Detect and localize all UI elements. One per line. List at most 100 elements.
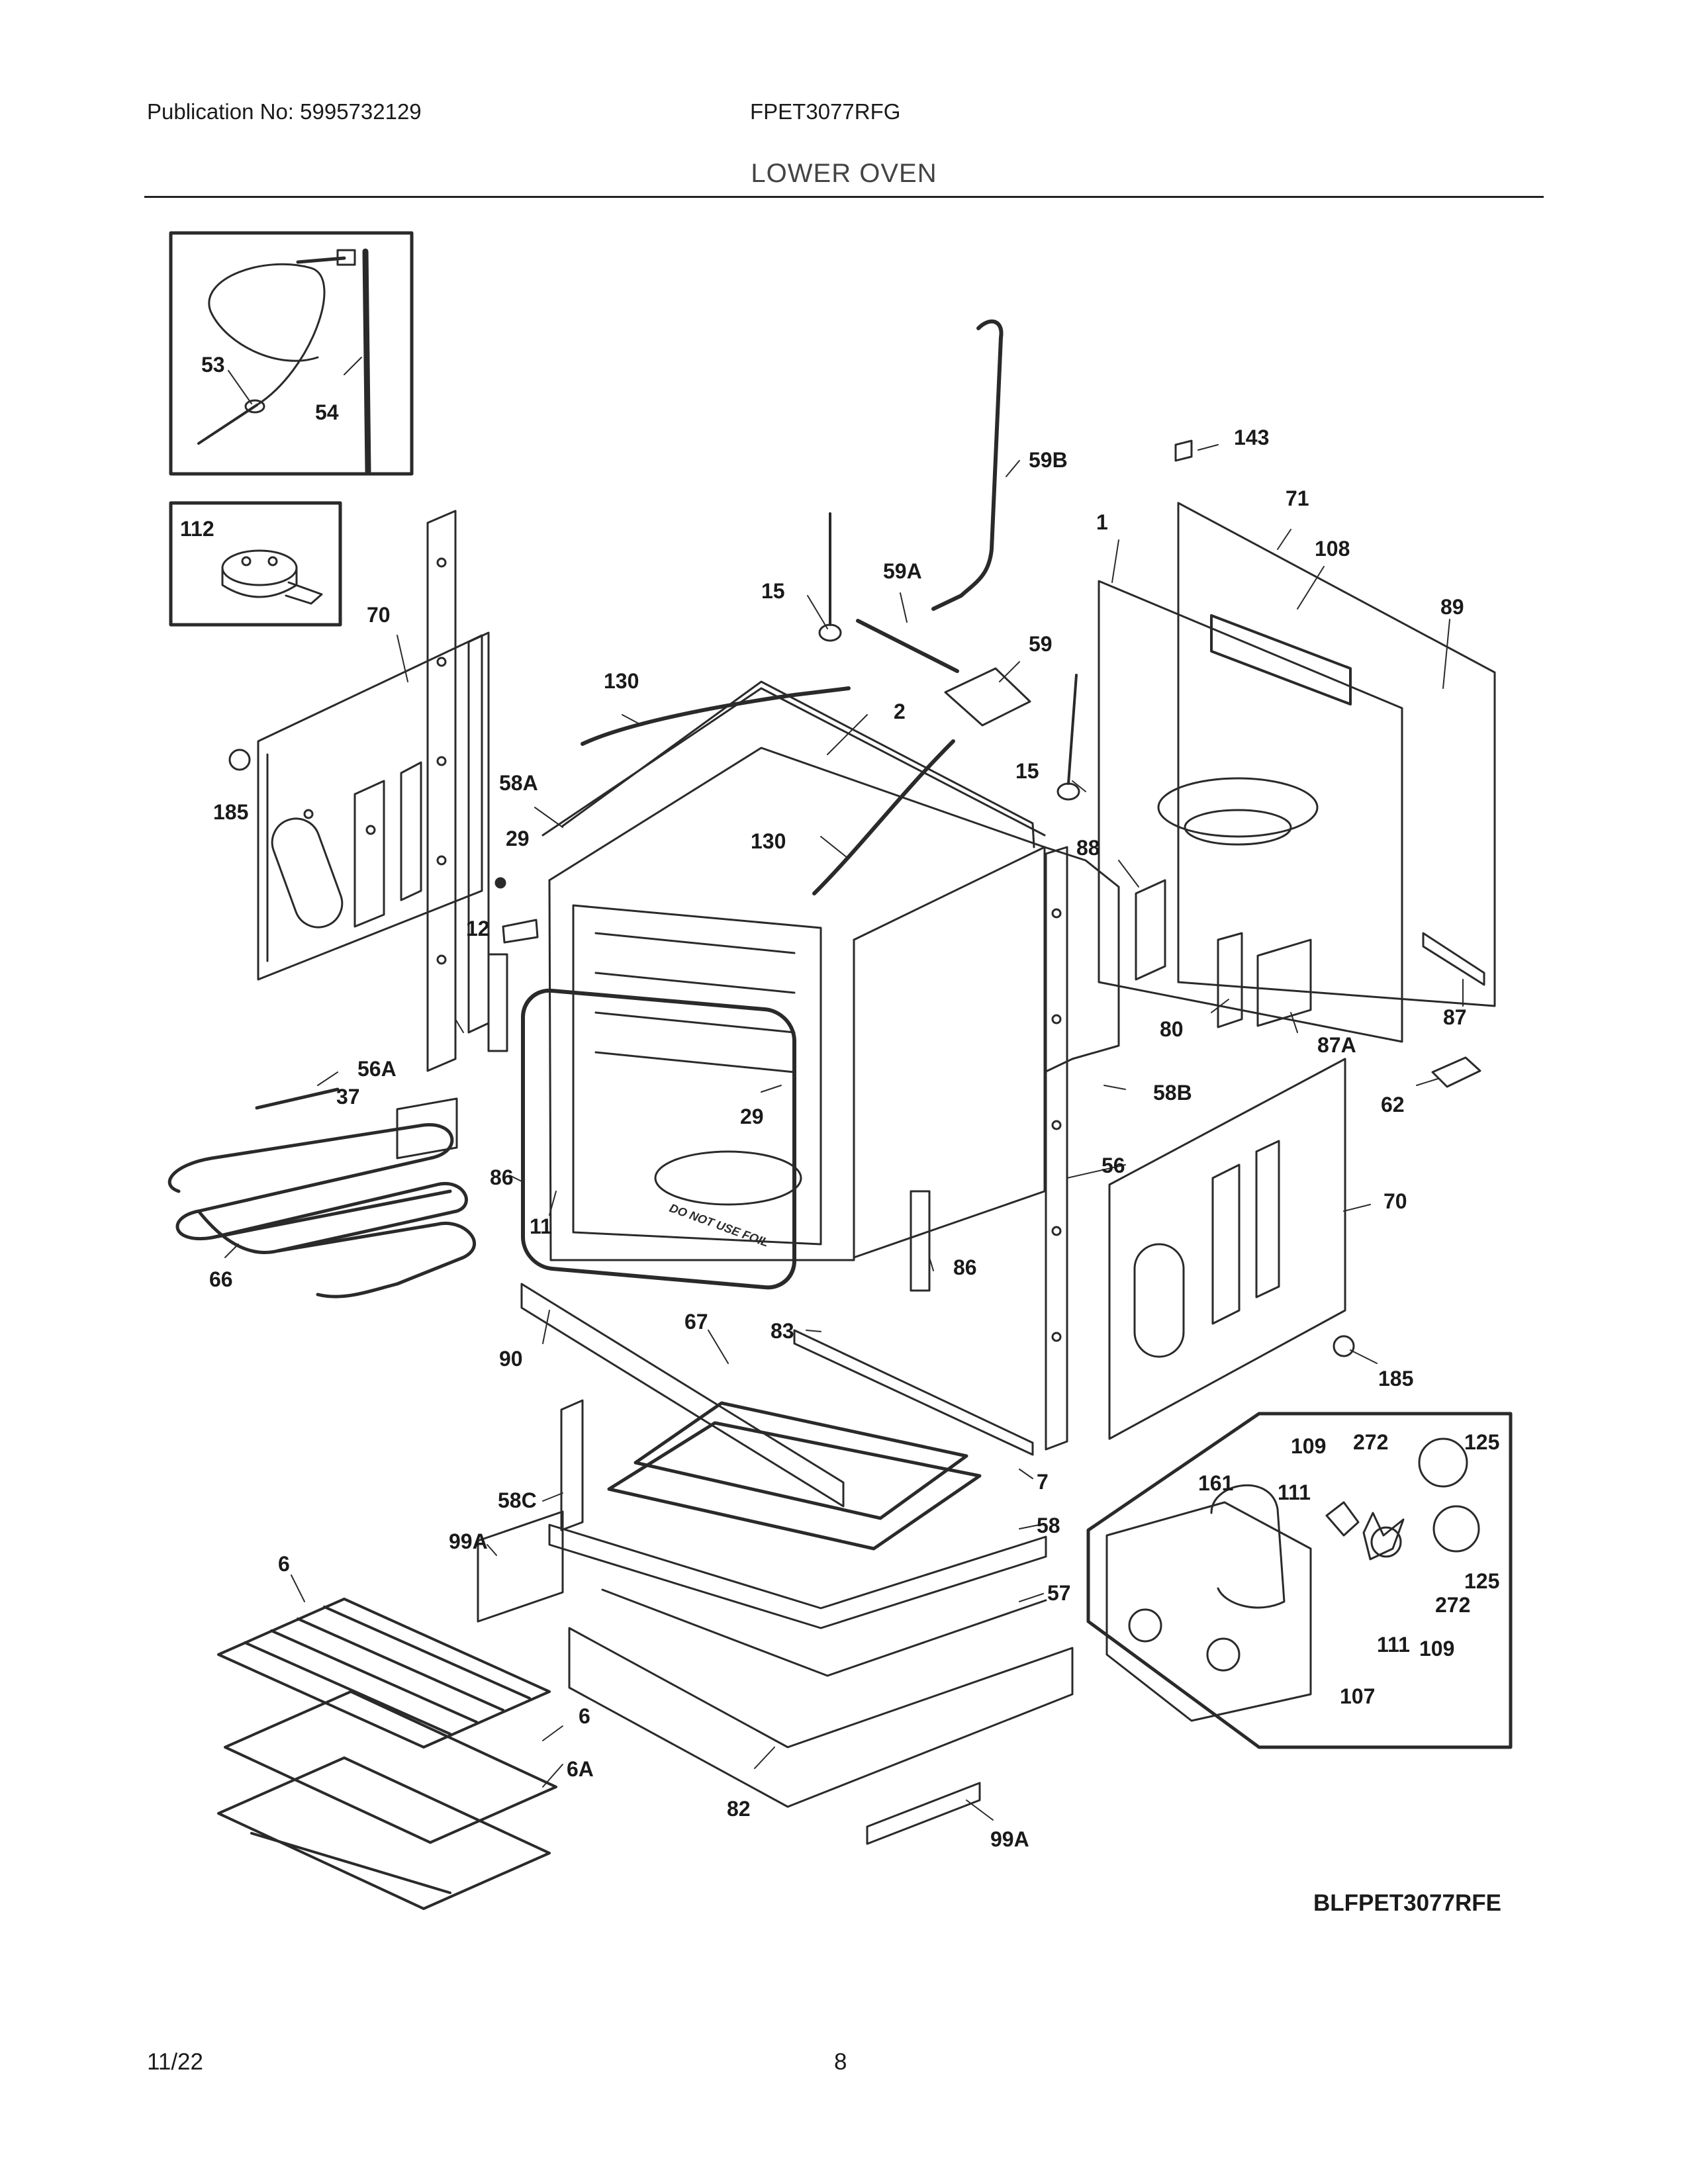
- clip-143: [1174, 439, 1193, 462]
- support-99a-right: [866, 1782, 981, 1845]
- bottom-frame: [568, 1627, 1074, 1808]
- callout-88: 88: [1076, 836, 1100, 860]
- callout-59b: 59B: [1029, 448, 1068, 472]
- callout-29-door: 29: [740, 1105, 764, 1128]
- front-frame-rail-left: [426, 510, 490, 1072]
- shield-87: [1422, 932, 1485, 986]
- side-trim-58c: [560, 1399, 584, 1531]
- callout-58b: 58B: [1153, 1081, 1192, 1105]
- callout-67: 67: [684, 1310, 708, 1334]
- callout-15-top: 15: [761, 579, 785, 603]
- top-bake-element: [581, 686, 955, 895]
- revision-date: 11/22: [147, 2049, 203, 2075]
- light-socket-15-top: [818, 623, 842, 642]
- callout-59: 59: [1029, 632, 1053, 656]
- callout-83: 83: [771, 1319, 794, 1343]
- left-side-panel: [257, 634, 483, 981]
- page-number: 8: [834, 2049, 847, 2075]
- bracket-88: [1135, 879, 1166, 981]
- callout-86-left: 86: [490, 1165, 514, 1189]
- callout-2: 2: [894, 700, 906, 723]
- callout-58c: 58C: [498, 1488, 537, 1512]
- callout-11: 11: [530, 1214, 552, 1238]
- callout-272-bottom: 272: [1435, 1593, 1470, 1617]
- convection-element: [1210, 614, 1352, 705]
- callout-56: 56: [1102, 1154, 1125, 1177]
- rear-wall: [1098, 502, 1496, 1043]
- bumper-185-left: [228, 749, 251, 771]
- callout-6-top: 6: [278, 1552, 290, 1576]
- callout-62: 62: [1381, 1093, 1405, 1116]
- callout-58: 58: [1037, 1514, 1060, 1537]
- callout-66: 66: [209, 1267, 233, 1291]
- oven-racks: [217, 1598, 557, 1910]
- diagram-code: BLFPET3077RFE: [1313, 1890, 1501, 1916]
- callout-185-left: 185: [213, 800, 248, 824]
- callout-6-bottom: 6: [579, 1704, 590, 1728]
- bake-element: [607, 1401, 982, 1551]
- callout-7: 7: [1037, 1470, 1049, 1494]
- callout-29-top: 29: [506, 827, 530, 850]
- vent-tube-59b: [931, 319, 1004, 611]
- callout-1: 1: [1096, 510, 1108, 534]
- bumper-185-right: [1333, 1335, 1355, 1357]
- callout-59a: 59A: [883, 559, 922, 583]
- callout-143: 143: [1234, 426, 1269, 449]
- callout-90: 90: [499, 1347, 523, 1371]
- front-frame-rail-right: [1045, 846, 1068, 1451]
- callout-89: 89: [1440, 595, 1464, 619]
- door-gasket: [521, 988, 796, 1290]
- insulation-57: [601, 1588, 1047, 1677]
- callout-15-right: 15: [1015, 759, 1039, 783]
- callout-130-mid: 130: [751, 829, 786, 853]
- catalyst-59: [944, 667, 1031, 727]
- callout-108: 108: [1315, 537, 1350, 561]
- support-99a-left: [477, 1510, 564, 1623]
- inset-sensor-probe: [169, 231, 414, 476]
- callout-161: 161: [1198, 1471, 1233, 1495]
- callout-107: 107: [1340, 1684, 1375, 1708]
- callout-54: 54: [315, 400, 339, 424]
- callout-130-top: 130: [604, 669, 639, 693]
- callout-82: 82: [727, 1797, 751, 1821]
- leader-lines: [224, 357, 1464, 1821]
- publication-number: Publication No: 5995732129: [147, 99, 422, 124]
- screw-29: [494, 877, 506, 889]
- callout-112: 112: [180, 517, 214, 541]
- callout-71: 71: [1286, 486, 1309, 510]
- callout-111-top: 111: [1278, 1480, 1311, 1504]
- callout-111-bottom: 111: [1377, 1633, 1410, 1657]
- callout-125-top: 125: [1464, 1430, 1499, 1454]
- header-rule: [144, 196, 1544, 198]
- light-socket-15-right: [1056, 782, 1080, 801]
- callout-185-right: 185: [1378, 1367, 1413, 1390]
- callout-6a: 6A: [567, 1757, 594, 1781]
- terminal-62: [1431, 1056, 1481, 1088]
- callout-53: 53: [201, 353, 225, 377]
- inset-thermostat: [169, 501, 342, 627]
- callout-109-top: 109: [1291, 1434, 1326, 1458]
- cover-87a: [1256, 938, 1312, 1027]
- callout-87: 87: [1443, 1005, 1467, 1029]
- callout-80: 80: [1160, 1017, 1184, 1041]
- trim-90: [520, 1283, 845, 1508]
- section-title: LOWER OVEN: [751, 159, 937, 188]
- callout-12: 12: [466, 917, 490, 940]
- callout-56a: 56A: [357, 1057, 397, 1081]
- callout-70-right: 70: [1383, 1189, 1407, 1213]
- callout-70-left: 70: [367, 603, 391, 627]
- hinge-right: [910, 1190, 931, 1292]
- sensor-37: [255, 1087, 340, 1110]
- callout-58a: 58A: [499, 771, 538, 795]
- vent-tube-59a: [856, 619, 959, 673]
- callout-labels: 53 54 112 70 185 59B 143 71 1 108 89 15 …: [180, 353, 1499, 1851]
- broil-element: [167, 1097, 476, 1298]
- model-number: FPET3077RFG: [750, 99, 901, 124]
- callout-109-bottom: 109: [1419, 1637, 1454, 1661]
- callout-99a-right: 99A: [990, 1827, 1029, 1851]
- hinge-left: [487, 953, 508, 1052]
- right-side-panel: [1108, 1058, 1346, 1440]
- callout-125-bottom: 125: [1464, 1569, 1499, 1593]
- trim-83: [793, 1329, 1034, 1456]
